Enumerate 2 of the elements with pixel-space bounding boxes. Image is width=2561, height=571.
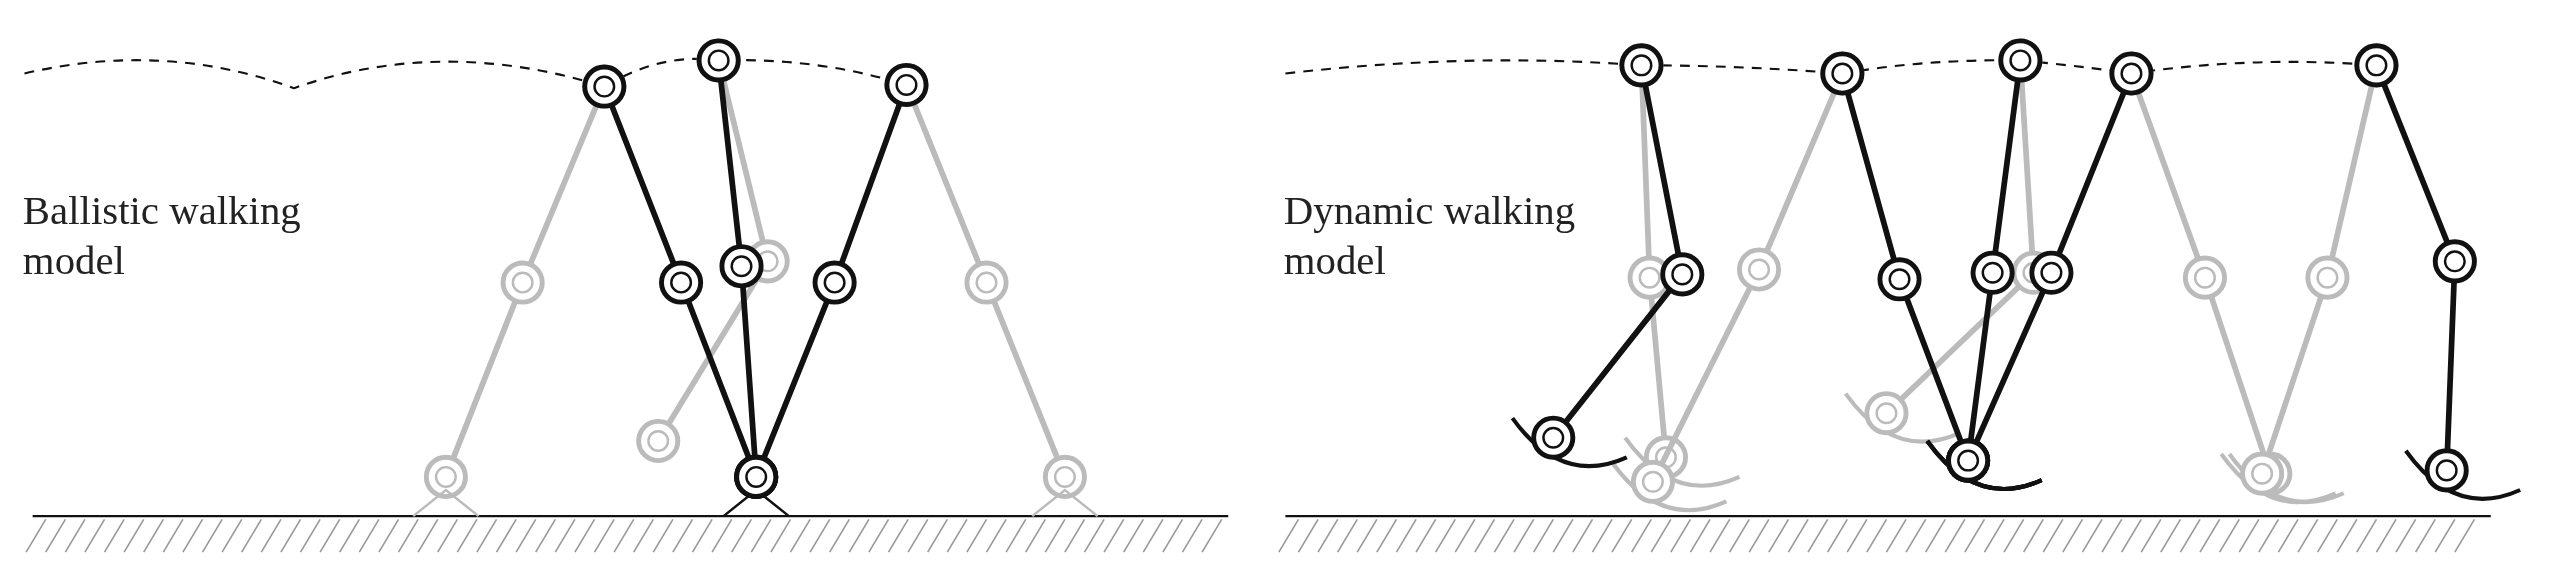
model-label: Ballistic walking model: [22, 186, 302, 285]
model-label: Dynamic walking model: [1283, 186, 1577, 285]
